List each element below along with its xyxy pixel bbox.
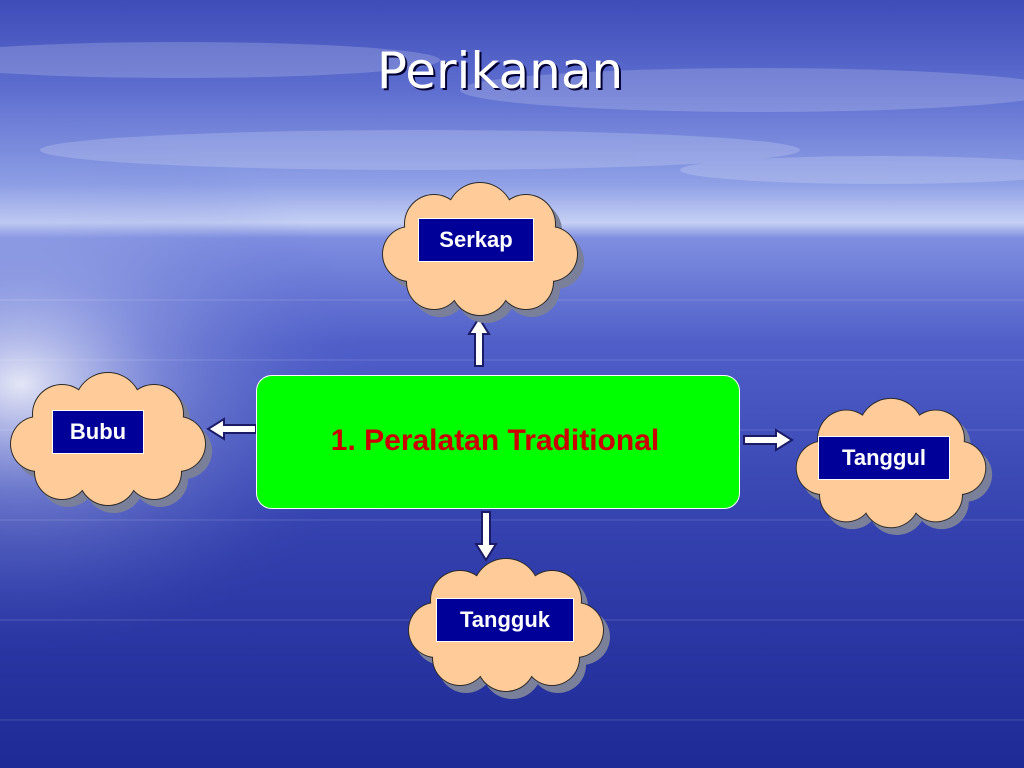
node-label-bubu: Bubu — [52, 410, 144, 454]
node-label-serkap: Serkap — [418, 218, 534, 262]
slide-title: Perikanan — [376, 42, 624, 100]
node-label-tangguk: Tangguk — [436, 598, 574, 642]
center-node-label: 1. Peralatan Traditional — [330, 424, 660, 457]
center-node: 1. Peralatan Traditional — [256, 375, 740, 509]
node-label-tanggul: Tanggul — [818, 436, 950, 480]
